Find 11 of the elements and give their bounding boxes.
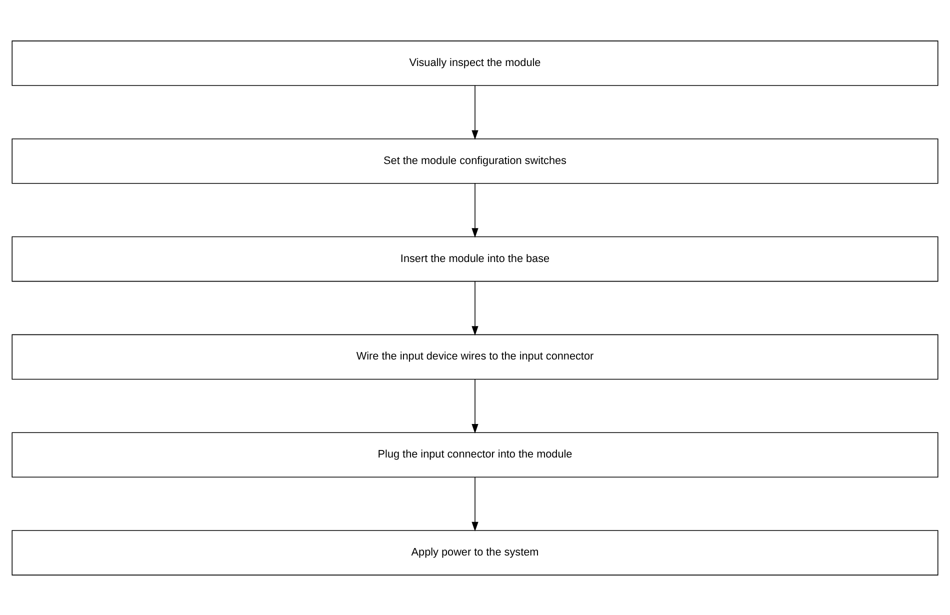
arrow	[472, 182, 478, 238]
arrow	[472, 280, 478, 336]
node-box: Plug the input connector into the module	[12, 432, 938, 478]
node-box: Wire the input device wires to the input connector	[12, 334, 938, 380]
node-box: Apply power to the system	[12, 530, 938, 575]
arrow	[472, 84, 478, 140]
arrow	[472, 476, 478, 531]
node-box: Visually inspect the module	[12, 40, 938, 86]
node-box: Set the module configuration switches	[12, 138, 938, 184]
arrow	[472, 378, 478, 434]
node-box: Insert the module into the base	[12, 236, 938, 282]
